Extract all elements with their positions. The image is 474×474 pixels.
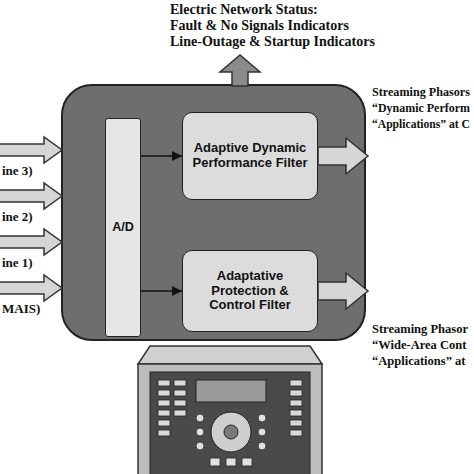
node-text: Adaptive Dynamic Performance Filter	[189, 141, 311, 171]
output-label: Streaming Phasor	[372, 322, 468, 336]
input-label: ine 2)	[2, 210, 33, 225]
signal-arrow	[141, 290, 182, 292]
output-label: Streaming Phasors	[372, 86, 470, 100]
input-arrows	[0, 137, 62, 301]
output-label: “Dynamic Perform	[372, 102, 470, 116]
input-label: ine 3)	[2, 164, 33, 179]
converter-box: A/D	[105, 118, 141, 337]
status-line: Fault & No Signals Indicators	[170, 18, 349, 34]
status-heading: Electric Network Status:	[170, 2, 318, 18]
device-housing	[62, 85, 365, 340]
output-label: “Applications” at	[372, 354, 465, 368]
status-line: Line-Outage & Startup Indicators	[170, 34, 375, 50]
input-label: ine 1)	[2, 256, 33, 271]
input-label: MAIS)	[2, 302, 40, 317]
relay-device	[138, 346, 322, 474]
output-arrows	[318, 138, 368, 309]
output-label: “Wide-Area Cont	[372, 338, 466, 352]
signal-arrow	[141, 155, 182, 157]
node-text: Adaptative Protection & Control Filter	[189, 269, 311, 314]
filter-box: Adaptative Protection & Control Filter	[182, 250, 318, 332]
filter-box: Adaptive Dynamic Performance Filter	[182, 112, 318, 200]
output-label: “Applications” at C	[372, 118, 470, 131]
status-arrow	[220, 55, 260, 86]
node-text: A/D	[112, 220, 134, 234]
